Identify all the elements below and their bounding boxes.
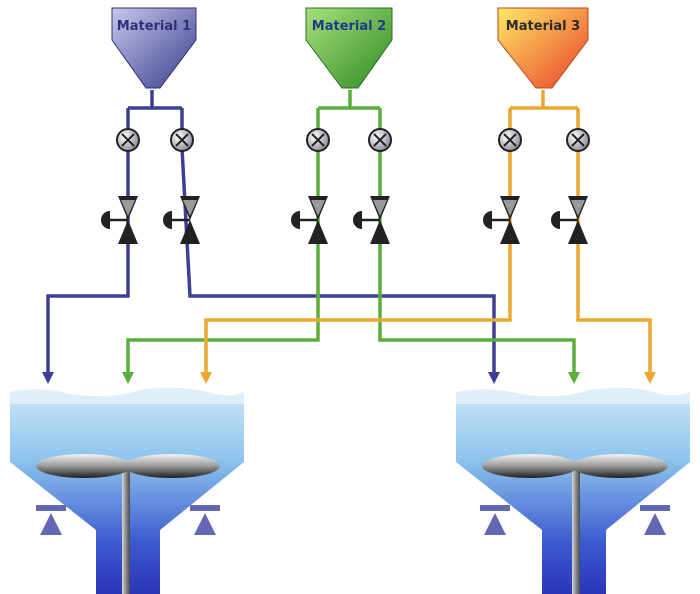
control-valve-icon — [163, 196, 200, 244]
flow-meter-icon — [116, 128, 140, 152]
control-valve-icon — [353, 196, 390, 244]
flow-meters — [116, 128, 590, 152]
agitator-icon — [482, 454, 668, 594]
control-valves — [101, 196, 588, 244]
hopper-material-3-label: Material 3 — [506, 19, 580, 34]
control-valve-icon — [483, 196, 520, 244]
tank-support-right — [480, 505, 670, 535]
m1-pipe-to-right-tank — [180, 147, 496, 372]
material-1-pipes — [46, 90, 496, 372]
tank-support-left — [36, 505, 220, 535]
agitator-icon — [36, 454, 220, 594]
flow-meter-icon — [368, 128, 392, 152]
arrow-m2-left — [122, 372, 134, 384]
inlet-arrows — [42, 372, 656, 384]
arrow-m3-right — [644, 372, 656, 384]
flow-meter-icon — [498, 128, 522, 152]
m3-pipe-to-right-tank — [576, 148, 652, 372]
control-valve-icon — [551, 196, 588, 244]
flow-meter-icon — [566, 128, 590, 152]
arrow-m2-right — [568, 372, 580, 384]
arrow-m3-left — [200, 372, 212, 384]
arrow-m1-left — [42, 372, 54, 384]
mixing-tank-left — [10, 387, 244, 594]
control-valve-icon — [101, 196, 138, 244]
hopper-material-3: Material 3 — [497, 7, 589, 89]
m2-pipe-to-left-tank — [126, 148, 320, 372]
control-valve-icon — [291, 196, 328, 244]
hopper-material-2: Material 2 — [305, 7, 393, 89]
m2-pipe-to-right-tank — [378, 148, 576, 372]
hopper-material-2-label: Material 2 — [312, 19, 386, 34]
flow-meter-icon — [306, 128, 330, 152]
flow-meter-icon — [170, 128, 194, 152]
arrow-m1-right — [488, 372, 500, 384]
hopper-material-1-label: Material 1 — [117, 19, 191, 34]
hopper-material-1: Material 1 — [111, 7, 197, 89]
mixing-tank-right — [456, 387, 690, 594]
m1-pipe-to-left-tank — [46, 148, 130, 372]
